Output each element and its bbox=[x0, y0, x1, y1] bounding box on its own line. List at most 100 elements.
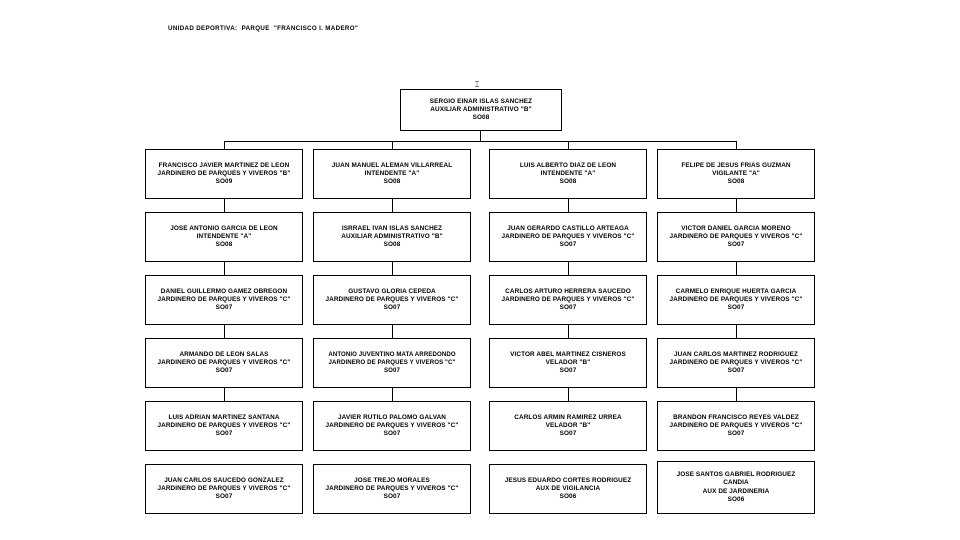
node-name: CARLOS ARMIN RAMIREZ URREA bbox=[514, 413, 622, 421]
node-position: JARDINERO DE PARQUES Y VIVEROS "C" bbox=[501, 232, 635, 240]
node-name: GUSTAVO GLORIA CEPEDA bbox=[348, 287, 436, 295]
org-node-r4c4[interactable]: JUAN CARLOS MARTINEZ RODRIGUEZ JARDINERO… bbox=[657, 338, 815, 388]
node-position: AUXILIAR ADMINISTRATIVO "B" bbox=[430, 105, 532, 113]
org-node-r3c4[interactable]: CARMELO ENRIQUE HUERTA GARCIA JARDINERO … bbox=[657, 275, 815, 325]
node-code: SO08 bbox=[215, 241, 233, 249]
org-node-r5c3[interactable]: CARLOS ARMIN RAMIREZ URREA VELADOR "B" S… bbox=[489, 401, 647, 451]
node-name: BRANDON FRANCISCO REYES VALDEZ bbox=[673, 413, 799, 421]
node-code: SO07 bbox=[384, 366, 400, 374]
org-node-r3c1[interactable]: DANIEL GUILLERMO GAMEZ OBREGON JARDINERO… bbox=[145, 275, 303, 325]
node-code: SO08 bbox=[383, 241, 401, 249]
org-node-r2c4[interactable]: VICTOR DANIEL GARCIA MORENO JARDINERO DE… bbox=[657, 212, 815, 262]
node-position: JARDINERO DE PARQUES Y VIVEROS "C" bbox=[325, 484, 459, 492]
node-position: AUX DE JARDINERIA bbox=[702, 487, 770, 495]
node-position: JARDINERO DE PARQUES Y VIVEROS "C" bbox=[328, 359, 456, 367]
node-code: SO07 bbox=[727, 241, 745, 249]
org-node-r3c2[interactable]: GUSTAVO GLORIA CEPEDA JARDINERO DE PARQU… bbox=[313, 275, 471, 325]
node-name: ARMANDO DE LEON SALAS bbox=[179, 350, 269, 358]
node-code: SO08 bbox=[727, 178, 745, 186]
node-code: SO08 bbox=[559, 178, 577, 186]
org-node-r5c1[interactable]: LUIS ADRIAN MARTINEZ SANTANA JARDINERO D… bbox=[145, 401, 303, 451]
node-code: SO09 bbox=[215, 178, 233, 186]
node-name: JUAN GERARDO CASTILLO ARTEAGA bbox=[507, 224, 629, 232]
org-node-r2c1[interactable]: JOSE ANTONIO GARCIA DE LEON INTENDENTE "… bbox=[145, 212, 303, 262]
node-name: ANTONIO JUVENTINO MATA ARREDONDO bbox=[328, 351, 456, 359]
top-marker-icon: ⌶ bbox=[474, 79, 480, 89]
node-position: JARDINERO DE PARQUES Y VIVEROS "C" bbox=[669, 358, 803, 366]
node-position: VELADOR "B" bbox=[545, 358, 591, 366]
node-position: VIGILANTE "A" bbox=[712, 169, 760, 177]
node-position: AUXILIAR ADMINISTRATIVO "B" bbox=[341, 232, 443, 240]
node-position: INTENDENTE "A" bbox=[196, 232, 252, 240]
node-name: VICTOR DANIEL GARCIA MORENO bbox=[681, 224, 791, 232]
node-position: JARDINERO DE PARQUES Y VIVEROS "C" bbox=[669, 421, 803, 429]
node-code: SO06 bbox=[559, 493, 577, 501]
node-position: JARDINERO DE PARQUES Y VIVEROS "C" bbox=[157, 484, 291, 492]
node-position: AUX DE VIGILANCIA bbox=[535, 484, 601, 492]
org-node-r6c4[interactable]: JOSE SANTOS GABRIEL RODRIGUEZ CANDIA AUX… bbox=[657, 461, 815, 514]
node-code: SO07 bbox=[559, 304, 577, 312]
node-position: JARDINERO DE PARQUES Y VIVEROS "C" bbox=[669, 232, 803, 240]
node-code: SO07 bbox=[215, 430, 233, 438]
node-name: CARLOS ARTURO HERRERA SAUCEDO bbox=[505, 287, 631, 295]
node-code: SO08 bbox=[472, 114, 490, 122]
node-name: JESUS EDUARDO CORTES RODRIGUEZ bbox=[504, 476, 632, 484]
node-name: LUIS ALBERTO DIAZ DE LEON bbox=[519, 161, 617, 169]
node-name: JOSE ANTONIO GARCIA DE LEON bbox=[170, 224, 278, 232]
node-code: SO06 bbox=[727, 495, 745, 503]
node-position: INTENDENTE "A" bbox=[364, 169, 420, 177]
node-code: SO07 bbox=[559, 430, 577, 438]
node-code: SO07 bbox=[727, 430, 745, 438]
node-name: DANIEL GUILLERMO GAMEZ OBREGON bbox=[160, 287, 288, 295]
node-name: FRANCISCO JAVIER MARTINEZ DE LEON bbox=[158, 161, 290, 169]
node-name: JUAN MANUEL ALEMAN VILLARREAL bbox=[331, 161, 453, 169]
node-name: JOSE SANTOS GABRIEL RODRIGUEZ bbox=[676, 471, 796, 479]
node-name: SERGIO EINAR ISLAS SANCHEZ bbox=[429, 97, 533, 105]
node-name: CARMELO ENRIQUE HUERTA GARCIA bbox=[675, 287, 797, 295]
node-name: ISRRAEL IVAN ISLAS SANCHEZ bbox=[341, 224, 443, 232]
org-node-r5c4[interactable]: BRANDON FRANCISCO REYES VALDEZ JARDINERO… bbox=[657, 401, 815, 451]
node-name: VICTOR ABEL MARTINEZ CISNEROS bbox=[510, 350, 626, 358]
org-node-r4c2[interactable]: ANTONIO JUVENTINO MATA ARREDONDO JARDINE… bbox=[313, 338, 471, 388]
node-code: SO07 bbox=[383, 493, 401, 501]
org-node-r2c2[interactable]: ISRRAEL IVAN ISLAS SANCHEZ AUXILIAR ADMI… bbox=[313, 212, 471, 262]
node-code: SO07 bbox=[215, 367, 233, 375]
org-node-r6c3[interactable]: JESUS EDUARDO CORTES RODRIGUEZ AUX DE VI… bbox=[489, 464, 647, 514]
node-code: SO07 bbox=[727, 304, 745, 312]
node-code: SO07 bbox=[559, 367, 577, 375]
node-code: SO07 bbox=[215, 304, 233, 312]
node-code: SO07 bbox=[383, 304, 401, 312]
org-node-r5c2[interactable]: JAVIER RUTILO PALOMO GALVAN JARDINERO DE… bbox=[313, 401, 471, 451]
node-name-cont: CANDIA bbox=[723, 479, 749, 487]
org-node-r3c3[interactable]: CARLOS ARTURO HERRERA SAUCEDO JARDINERO … bbox=[489, 275, 647, 325]
org-node-r2c3[interactable]: JUAN GERARDO CASTILLO ARTEAGA JARDINERO … bbox=[489, 212, 647, 262]
node-name: JOSE TREJO MORALES bbox=[354, 476, 430, 484]
org-node-r1c3[interactable]: LUIS ALBERTO DIAZ DE LEON INTENDENTE "A"… bbox=[489, 149, 647, 199]
node-position: JARDINERO DE PARQUES Y VIVEROS "B" bbox=[157, 169, 291, 177]
connector-root-stem bbox=[480, 131, 482, 142]
node-name: JAVIER RUTILO PALOMO GALVAN bbox=[337, 413, 447, 421]
org-node-r6c1[interactable]: JUAN CARLOS SAUCEDO GONZALEZ JARDINERO D… bbox=[145, 464, 303, 514]
node-position: JARDINERO DE PARQUES Y VIVEROS "C" bbox=[157, 421, 291, 429]
node-position: JARDINERO DE PARQUES Y VIVEROS "C" bbox=[157, 358, 291, 366]
org-node-r1c4[interactable]: FELIPE DE JESUS FRIAS GUZMAN VIGILANTE "… bbox=[657, 149, 815, 199]
node-name: FELIPE DE JESUS FRIAS GUZMAN bbox=[681, 161, 791, 169]
org-node-r6c2[interactable]: JOSE TREJO MORALES JARDINERO DE PARQUES … bbox=[313, 464, 471, 514]
org-node-r1c2[interactable]: JUAN MANUEL ALEMAN VILLARREAL INTENDENTE… bbox=[313, 149, 471, 199]
node-code: SO08 bbox=[383, 178, 401, 186]
node-name: JUAN CARLOS MARTINEZ RODRIGUEZ bbox=[673, 350, 799, 358]
node-position: JARDINERO DE PARQUES Y VIVEROS "C" bbox=[669, 295, 803, 303]
node-position: JARDINERO DE PARQUES Y VIVEROS "C" bbox=[325, 295, 459, 303]
connector-row1-bus bbox=[224, 141, 736, 143]
org-node-r4c3[interactable]: VICTOR ABEL MARTINEZ CISNEROS VELADOR "B… bbox=[489, 338, 647, 388]
org-node-r1c1[interactable]: FRANCISCO JAVIER MARTINEZ DE LEON JARDIN… bbox=[145, 149, 303, 199]
node-code: SO07 bbox=[215, 493, 233, 501]
page-title: UNIDAD DEPORTIVA: PARQUE "FRANCISCO I. M… bbox=[168, 25, 359, 32]
org-node-r4c1[interactable]: ARMANDO DE LEON SALAS JARDINERO DE PARQU… bbox=[145, 338, 303, 388]
node-code: SO07 bbox=[727, 367, 745, 375]
org-node-root[interactable]: SERGIO EINAR ISLAS SANCHEZ AUXILIAR ADMI… bbox=[400, 89, 562, 131]
node-position: JARDINERO DE PARQUES Y VIVEROS "C" bbox=[157, 295, 291, 303]
node-name: JUAN CARLOS SAUCEDO GONZALEZ bbox=[164, 476, 284, 484]
node-code: SO07 bbox=[559, 241, 577, 249]
